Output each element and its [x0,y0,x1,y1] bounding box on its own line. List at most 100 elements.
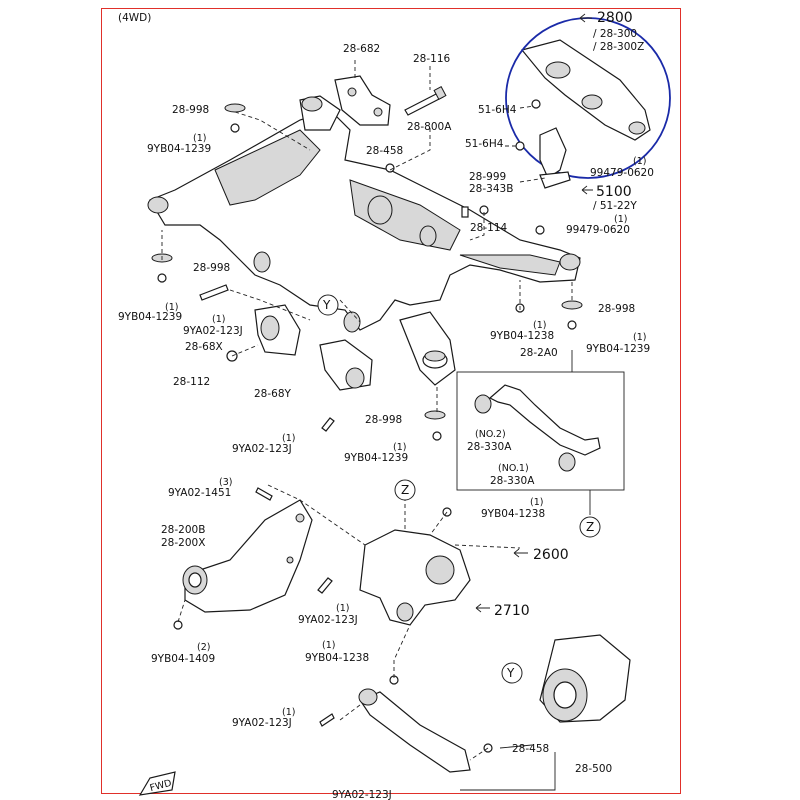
label-9yb04-1239-b: 9YB04-1239 [118,311,182,323]
bolt-9ya02-123j-d[interactable] [319,713,335,727]
label-28-114: 28-114 [470,222,508,234]
label-99479-0620-b: 99479-0620 [566,224,630,236]
label-51-6h4-a: 51-6H4 [478,104,517,116]
washer-28-998-right[interactable] [561,300,583,330]
label-9yb04-1409: 9YB04-1409 [151,653,215,665]
ref-51-22y: / 51-22Y [593,200,637,212]
label-28-500: 28-500 [575,763,612,775]
label-28-458-b: 28-458 [512,743,549,755]
lateral-link-box [456,371,625,491]
label-28-68y: 28-68Y [254,388,292,400]
qty-j: (1) [530,497,543,508]
ref-28-300: / 28-300 [593,28,637,40]
bolt-9ya02-123j-a[interactable] [199,284,229,301]
label-9yb04-1238-a: 9YB04-1238 [490,330,554,342]
qty-k: (1) [336,603,349,614]
label-no2: (NO.2) [475,429,506,440]
rear-subframe[interactable] [147,95,581,386]
qty-a: (1) [193,133,206,144]
bracket-28-68x[interactable] [254,304,301,356]
qty-d: (1) [165,302,178,313]
washer-28-998-lower-left[interactable] [151,253,173,283]
label-28-343b: 28-343B [469,183,513,195]
label-9ya02-123j-e: 9YA02-123J [332,789,392,800]
qty-i: (1) [393,442,406,453]
label-9yb04-1239-c: 9YB04-1239 [586,343,650,355]
bolt-9ya02-123j-b[interactable] [321,417,335,432]
qty-e: (1) [212,314,225,325]
label-9yb04-1239-d: 9YB04-1239 [344,452,408,464]
marker-y-upper: Y [317,294,339,316]
label-28-998-a: 28-998 [172,104,209,116]
ref-arrows [475,13,593,613]
label-28-998-b: 28-998 [193,262,230,274]
label-28-998-d: 28-998 [365,414,402,426]
ref-2710: 2710 [494,603,530,619]
qty-h: (1) [282,433,295,444]
bolt-28-116[interactable] [404,86,447,116]
ref-28-300z: / 28-300Z [593,41,644,53]
svg-text:Z: Z [401,483,409,497]
label-9yb04-1238-b: 9YB04-1238 [481,508,545,520]
svg-text:Y: Y [322,298,331,312]
bolt-28-114[interactable] [461,205,489,218]
upper-arm-28-300[interactable] [520,39,651,141]
lower-link-28-500[interactable] [358,675,493,773]
ref-2600: 2600 [533,547,569,563]
label-no1: (NO.1) [498,463,529,474]
label-28-200x: 28-200X [161,537,205,549]
bolt-9ya02-123j-c[interactable] [317,577,333,594]
variant-label: (4WD) [118,12,151,24]
label-9ya02-123j-a: 9YA02-123J [183,325,243,337]
qty-2: (2) [197,642,210,653]
qty-g: (1) [633,332,646,343]
label-28-682: 28-682 [343,43,380,55]
ref-5100: 5100 [596,184,632,200]
label-28-116: 28-116 [413,53,451,65]
qty-l: (1) [322,640,335,651]
label-28-112: 28-112 [173,376,210,388]
label-28-68x: 28-68X [185,341,223,353]
label-28-200b: 28-200B [161,524,205,536]
label-9yb04-1238-c: 9YB04-1238 [305,652,369,664]
label-28-330a-no2: 28-330A [467,441,512,453]
marker-y-lower: Y [501,662,523,684]
bracket-28-682[interactable] [334,75,391,126]
svg-text:Z: Z [586,520,594,534]
ref-2800: 2800 [597,10,633,26]
fwd-arrow: FWD [138,771,176,796]
label-28-458-a: 28-458 [366,145,403,157]
label-9ya02-123j-b: 9YA02-123J [232,443,292,455]
label-28-330a-no1: 28-330A [490,475,535,487]
qty-3: (3) [219,477,232,488]
bracket-28-68y[interactable] [319,339,373,391]
label-99479-0620-a: 99479-0620 [590,167,654,179]
trailing-link-28-200b[interactable] [182,499,313,613]
marker-z-right: Z [579,516,601,538]
label-28-998-c: 28-998 [598,303,635,315]
label-28-800a: 28-800A [407,121,452,133]
label-28-999: 28-999 [469,171,506,183]
stabilizer-link[interactable] [515,99,567,179]
label-51-6h4-b: 51-6H4 [465,138,504,150]
qty-b: (1) [633,156,646,167]
hub-bushing-2710[interactable] [539,634,631,723]
bolt-9ya02-1451[interactable] [255,487,273,501]
knuckle-2600[interactable] [359,507,471,626]
label-28-2a0: 28-2A0 [520,347,558,359]
diagram-frame [101,8,681,794]
lateral-link-28-2a0[interactable] [474,384,601,472]
washer-28-998-upper-left[interactable] [224,103,246,133]
qty-m: (1) [282,707,295,718]
nut-28-458-upper[interactable] [385,163,395,173]
qty-f: (1) [533,320,546,331]
bolt-99479-0620[interactable] [535,171,571,235]
washer-28-998-center[interactable] [424,410,446,441]
label-9yb04-1239-a: 9YB04-1239 [147,143,211,155]
label-9ya02-123j-c: 9YA02-123J [298,614,358,626]
nut-9yb04-1409[interactable] [173,620,183,630]
svg-text:Y: Y [506,666,515,680]
label-9ya02-123j-d: 9YA02-123J [232,717,292,729]
